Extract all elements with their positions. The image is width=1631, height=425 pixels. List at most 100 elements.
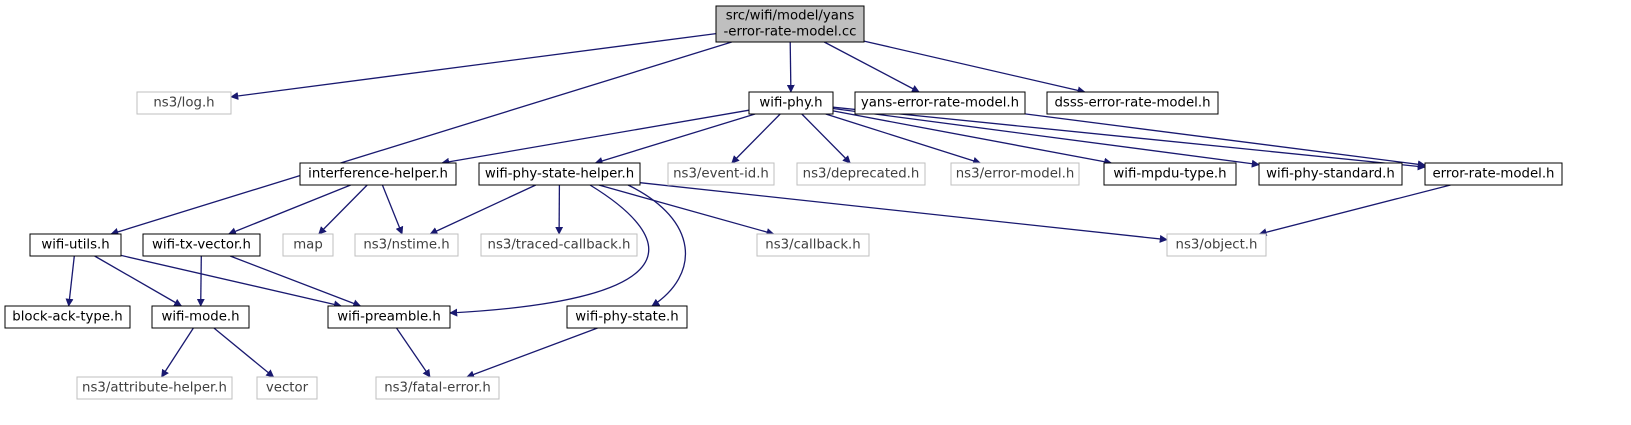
node-nstime: ns3/nstime.h [354,233,459,257]
edge-txvector-to-preamble [229,255,362,308]
edge-wifiphy-to-interf [441,109,750,166]
edge-mode-to-attrhelper [161,327,194,378]
edge-interf-to-map [318,184,368,235]
nodes-layer: src/wifi/model/yans-error-rate-model.cc n… [4,5,1563,400]
edge-wifiphy-to-statehelper [594,113,756,165]
node-wifiphy-box [748,91,834,115]
node-mode-label: wifi-mode.h [161,310,239,325]
node-traced-box [480,233,638,257]
node-blockack[interactable]: block-ack-type.h [4,305,131,329]
edge-root-to-dsss [863,40,1086,95]
node-object-box [1166,233,1267,257]
node-interf-label: interference-helper.h [308,167,448,182]
node-deprecated-box [796,162,926,186]
node-errorrate-label: error-rate-model.h [1432,167,1554,182]
node-phystandard-label: wifi-phy-standard.h [1266,167,1395,182]
node-deprecated: ns3/deprecated.h [796,162,926,186]
node-dsss-label: dsss-error-rate-model.h [1054,96,1210,111]
node-wifiphy[interactable]: wifi-phy.h [748,91,834,115]
edge-utils-to-preamble [120,254,342,309]
edge-statehelper-to-nstime [429,184,537,235]
node-nstime-label: ns3/nstime.h [363,238,449,253]
node-vector: vector [256,376,318,400]
node-root[interactable]: src/wifi/model/yans-error-rate-model.cc [715,5,865,43]
node-preamble[interactable]: wifi-preamble.h [327,305,451,329]
edge-wifiphy-to-deprecated [801,113,851,164]
node-txvector[interactable]: wifi-tx-vector.h [142,233,261,257]
node-utils[interactable]: wifi-utils.h [29,233,122,257]
node-root-box [715,5,865,43]
node-fatal-label: ns3/fatal-error.h [384,381,491,396]
edge-txvector-to-mode [196,255,205,307]
node-dsss-box [1046,91,1219,115]
node-map-label: map [293,238,323,253]
node-statehelper-label: wifi-phy-state-helper.h [485,167,634,182]
node-vector-label: vector [266,381,309,396]
edge-statehelper-to-callback [598,184,775,236]
edge-root-to-log [230,32,717,100]
node-errormodel: ns3/error-model.h [950,162,1080,186]
edge-wifiphy-to-mpdutype [832,110,1113,166]
node-eventid: ns3/event-id.h [667,162,775,186]
edge-mode-to-vector [213,327,275,378]
node-log-box [136,91,232,115]
node-txvector-box [142,233,261,257]
node-vector-box [256,376,318,400]
edge-utils-to-mode [94,255,183,307]
node-wifiphy-label: wifi-phy.h [759,96,822,111]
node-callback: ns3/callback.h [756,233,870,257]
edge-statehelper-to-preamble [449,184,650,317]
node-preamble-box [327,305,451,329]
node-phystandard[interactable]: wifi-phy-standard.h [1258,162,1403,186]
node-mpdutype[interactable]: wifi-mpdu-type.h [1103,162,1237,186]
edge-root-to-wifiphy [786,41,795,93]
node-mode-box [151,305,250,329]
node-object-label: ns3/object.h [1176,238,1258,253]
node-traced: ns3/traced-callback.h [480,233,638,257]
node-statehelper-box [478,162,641,186]
edges-layer [65,32,1451,379]
node-map: map [282,233,334,257]
node-txvector-label: wifi-tx-vector.h [152,238,251,253]
node-attrhelper: ns3/attribute-helper.h [76,376,233,400]
node-yans-box [854,91,1026,115]
node-yans-label: yans-error-rate-model.h [861,96,1019,111]
node-dsss[interactable]: dsss-error-rate-model.h [1046,91,1219,115]
edge-root-to-utils [110,41,732,236]
node-attrhelper-label: ns3/attribute-helper.h [82,381,227,396]
node-yans[interactable]: yans-error-rate-model.h [854,91,1026,115]
node-phystate-box [566,305,688,329]
node-log-label: ns3/log.h [153,96,214,111]
edge-utils-to-blockack [65,255,75,307]
node-deprecated-label: ns3/deprecated.h [803,167,920,182]
edge-wifiphy-to-eventid [731,113,781,164]
node-phystate[interactable]: wifi-phy-state.h [566,305,688,329]
node-callback-box [756,233,870,257]
node-object: ns3/object.h [1166,233,1267,257]
edge-wifiphy-to-phystandard [832,107,1260,168]
node-interf[interactable]: interference-helper.h [299,162,457,186]
edge-statehelper-to-object [639,182,1168,243]
node-utils-label: wifi-utils.h [41,238,109,253]
node-eventid-label: ns3/event-id.h [673,167,769,182]
edge-interf-to-txvector [228,184,351,236]
node-blockack-box [4,305,131,329]
node-errormodel-box [950,162,1080,186]
node-mpdutype-label: wifi-mpdu-type.h [1113,167,1226,182]
edge-statehelper-to-phystate [627,184,687,307]
node-interf-box [299,162,457,186]
edge-phystate-to-fatal [466,327,598,379]
node-mode[interactable]: wifi-mode.h [151,305,250,329]
node-errormodel-label: ns3/error-model.h [956,167,1075,182]
node-root-label: src/wifi/model/yans [726,9,855,24]
node-root-label: -error-rate-model.cc [724,25,857,40]
node-errorrate[interactable]: error-rate-model.h [1424,162,1563,186]
edge-interf-to-nstime [381,184,404,235]
node-phystandard-box [1258,162,1403,186]
edge-wifiphy-to-errorrate [832,106,1426,171]
node-blockack-label: block-ack-type.h [12,310,122,325]
node-traced-label: ns3/traced-callback.h [488,238,631,253]
node-statehelper[interactable]: wifi-phy-state-helper.h [478,162,641,186]
edge-wifiphy-to-errormodel [825,113,982,165]
